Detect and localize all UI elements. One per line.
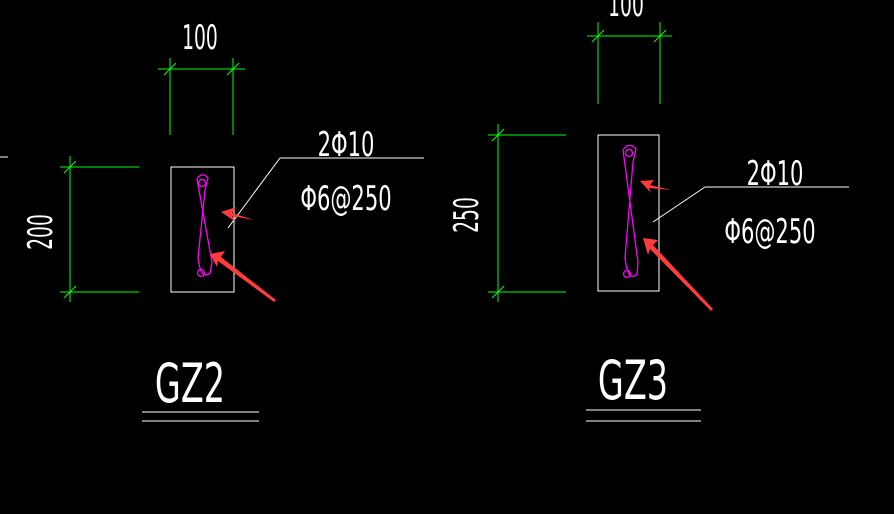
gz2-annotation-arrows: [210, 207, 276, 302]
gz3-height-dimension: [488, 124, 566, 302]
gz2-stirrups-label: Φ6@250: [300, 179, 391, 219]
gz3-column-outline: [597, 134, 660, 292]
gz2-title: GZ2: [155, 352, 225, 416]
gz2-width-label: 100: [182, 19, 218, 57]
gz3-width-label: 100: [608, 0, 644, 25]
gz2-arrow-lower: [210, 251, 276, 302]
section-gz3: 100 250 2Φ10 Φ6@250: [448, 0, 849, 422]
gz2-arrow-upper: [221, 207, 254, 222]
gz3-main-bars-label: 2Φ10: [747, 154, 804, 194]
gz3-rebar: [622, 144, 639, 279]
gz3-stirrups-label: Φ6@250: [724, 212, 815, 252]
gz3-title: GZ3: [598, 349, 668, 413]
gz3-leader-line: [652, 186, 849, 223]
gz3-annotation-arrows: [640, 180, 713, 311]
gz2-height-dimension: [60, 156, 139, 302]
gz3-arrow-upper: [640, 180, 671, 193]
gz2-column-outline: [170, 166, 235, 293]
gz3-height-label: 250: [448, 197, 486, 233]
gz3-arrow-lower: [643, 238, 713, 311]
gz3-title-underline: [586, 409, 701, 422]
gz2-main-bars-label: 2Φ10: [318, 125, 375, 165]
section-gz2: 100 200 2Φ10 Φ6@250: [22, 19, 424, 422]
gz2-rebar: [196, 174, 213, 278]
gz2-title-underline: [142, 411, 259, 422]
gz2-height-label: 200: [22, 214, 60, 250]
gz2-width-dimension: [158, 58, 245, 135]
gz3-width-dimension: [587, 22, 672, 104]
